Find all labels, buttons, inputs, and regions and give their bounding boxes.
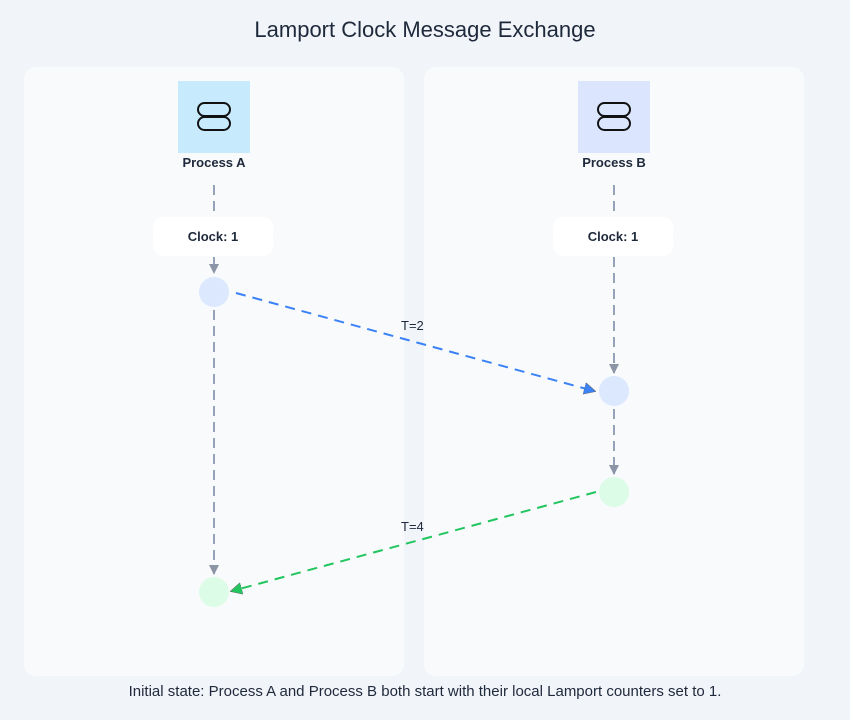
message-a-to-b-label: T=2 xyxy=(401,318,424,333)
process-b-clock: Clock: 1 xyxy=(553,217,673,256)
event-a-send xyxy=(199,277,229,307)
server-icon xyxy=(197,102,231,131)
server-icon xyxy=(597,102,631,131)
caption: Initial state: Process A and Process B b… xyxy=(128,683,722,700)
process-a-label: Process A xyxy=(182,155,246,170)
event-a-receive xyxy=(199,577,229,607)
diagram-title: Lamport Clock Message Exchange xyxy=(254,17,596,42)
process-a-clock: Clock: 1 xyxy=(153,217,273,256)
process-b-label: Process B xyxy=(582,155,646,170)
process-a-icon-box xyxy=(178,81,250,153)
process-b-icon-box xyxy=(578,81,650,153)
event-b-send xyxy=(599,477,629,507)
event-b-receive xyxy=(599,376,629,406)
message-b-to-a-label: T=4 xyxy=(401,519,424,534)
message-a-to-b-arrow xyxy=(235,292,594,391)
message-b-to-a-arrow xyxy=(232,491,597,591)
